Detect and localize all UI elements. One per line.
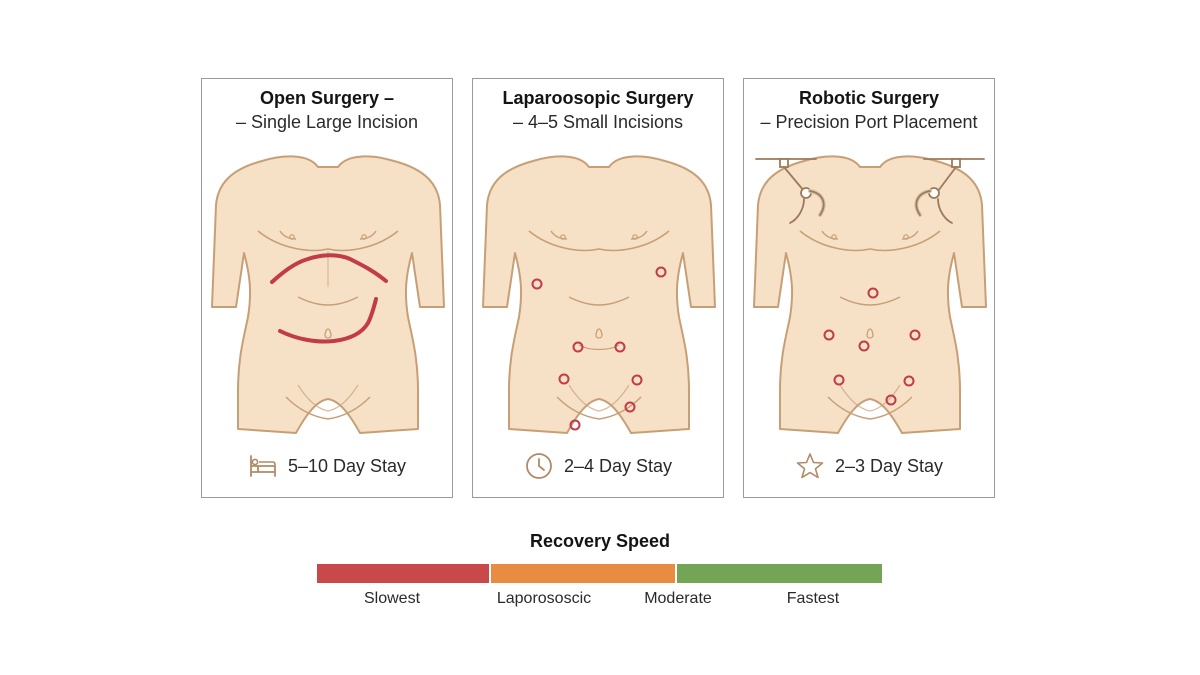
scale-label-slowest: Slowest <box>363 590 421 607</box>
robotic-arm-left <box>755 158 826 224</box>
panel-subtitle: – 4–5 Small Incisions <box>512 112 684 132</box>
recovery-scale-segment-slow <box>317 564 489 583</box>
panel-title: Laparoosopic Surgery <box>502 88 694 108</box>
panel-subtitle: – Precision Port Placement <box>760 112 978 132</box>
star-icon <box>796 453 824 479</box>
torso-outline <box>753 155 987 434</box>
torso-illustration-open <box>211 155 445 434</box>
torso-illustration-robotic <box>753 155 987 434</box>
panel-subtitle: – Single Large Incision <box>235 112 419 132</box>
robotic-arm-right <box>914 158 985 224</box>
torso-illustration-laparoscopic <box>482 155 716 434</box>
scale-label-laparoscopic: Laporososcic <box>496 590 592 607</box>
incision-ports <box>823 287 921 406</box>
recovery-scale-segment-fast <box>677 564 882 583</box>
stay-duration: 5–10 Day Stay <box>202 452 452 480</box>
stay-text: 5–10 Day Stay <box>287 455 407 476</box>
torso-outline <box>482 155 716 434</box>
stay-text: 2–4 Day Stay <box>563 455 673 476</box>
scale-label-fastest: Fastest <box>786 590 840 607</box>
panel-open-surgery: Open Surgery – – Single Large Incision 5… <box>201 78 453 498</box>
panel-title: Robotic Surgery <box>798 88 940 108</box>
clock-icon <box>526 453 552 479</box>
panel-title: Open Surgery – <box>259 88 395 108</box>
stay-duration: 2–3 Day Stay <box>744 452 994 480</box>
recovery-speed-title: Recovery Speed <box>529 531 671 551</box>
incision-lower <box>278 297 378 344</box>
stay-duration: 2–4 Day Stay <box>473 452 723 480</box>
recovery-scale-segment-medium <box>491 564 675 583</box>
panel-robotic-surgery: Robotic Surgery – Precision Port Placeme… <box>743 78 995 498</box>
panel-laparoscopic-surgery: Laparoosopic Surgery – 4–5 Small Incisio… <box>472 78 724 498</box>
scale-label-moderate: Moderate <box>644 590 712 607</box>
stay-text: 2–3 Day Stay <box>834 455 944 476</box>
incision-ports <box>531 266 667 431</box>
incision-upper <box>270 253 388 284</box>
hospital-bed-icon <box>250 455 276 477</box>
torso-outline <box>211 155 445 434</box>
